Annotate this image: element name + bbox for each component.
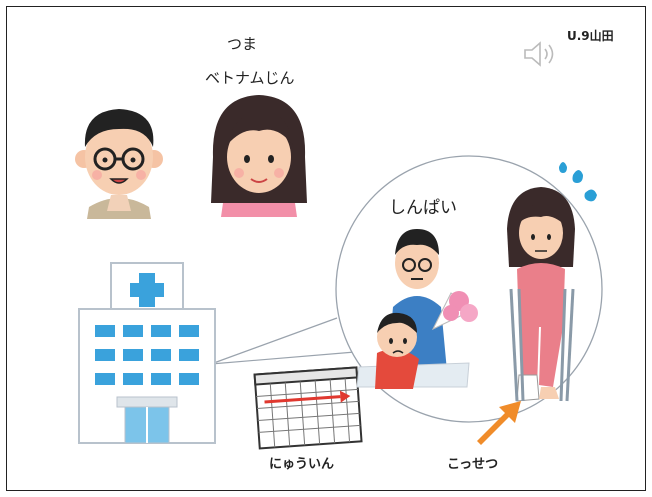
hospital-icon: [78, 262, 216, 444]
illustration-layer: [75, 95, 603, 450]
wife-icon: [211, 95, 307, 217]
label-nyuuin: にゅういん: [269, 457, 335, 472]
speaker-icon: [524, 41, 554, 67]
calendar-icon: [253, 366, 363, 450]
slide-frame: U.9山田 つま ベトナムじん しんぱい にゅういん こっせつ: [6, 6, 646, 491]
speaker-button[interactable]: [521, 39, 563, 69]
husband-icon: [75, 109, 163, 219]
orange-arrow-icon: [477, 401, 521, 445]
label-shinpai: しんぱい: [389, 198, 457, 218]
lesson-tag: U.9山田: [567, 29, 614, 43]
sweat-drops-icon: [559, 162, 597, 202]
flower-bouquet-icon: [431, 291, 478, 331]
label-nationality: ベトナムじん: [205, 69, 295, 87]
woman-on-crutches-icon: [507, 162, 597, 402]
label-tsuma: つま: [227, 35, 258, 53]
label-kossetsu: こっせつ: [447, 457, 499, 472]
worried-family-icon: [356, 229, 478, 389]
